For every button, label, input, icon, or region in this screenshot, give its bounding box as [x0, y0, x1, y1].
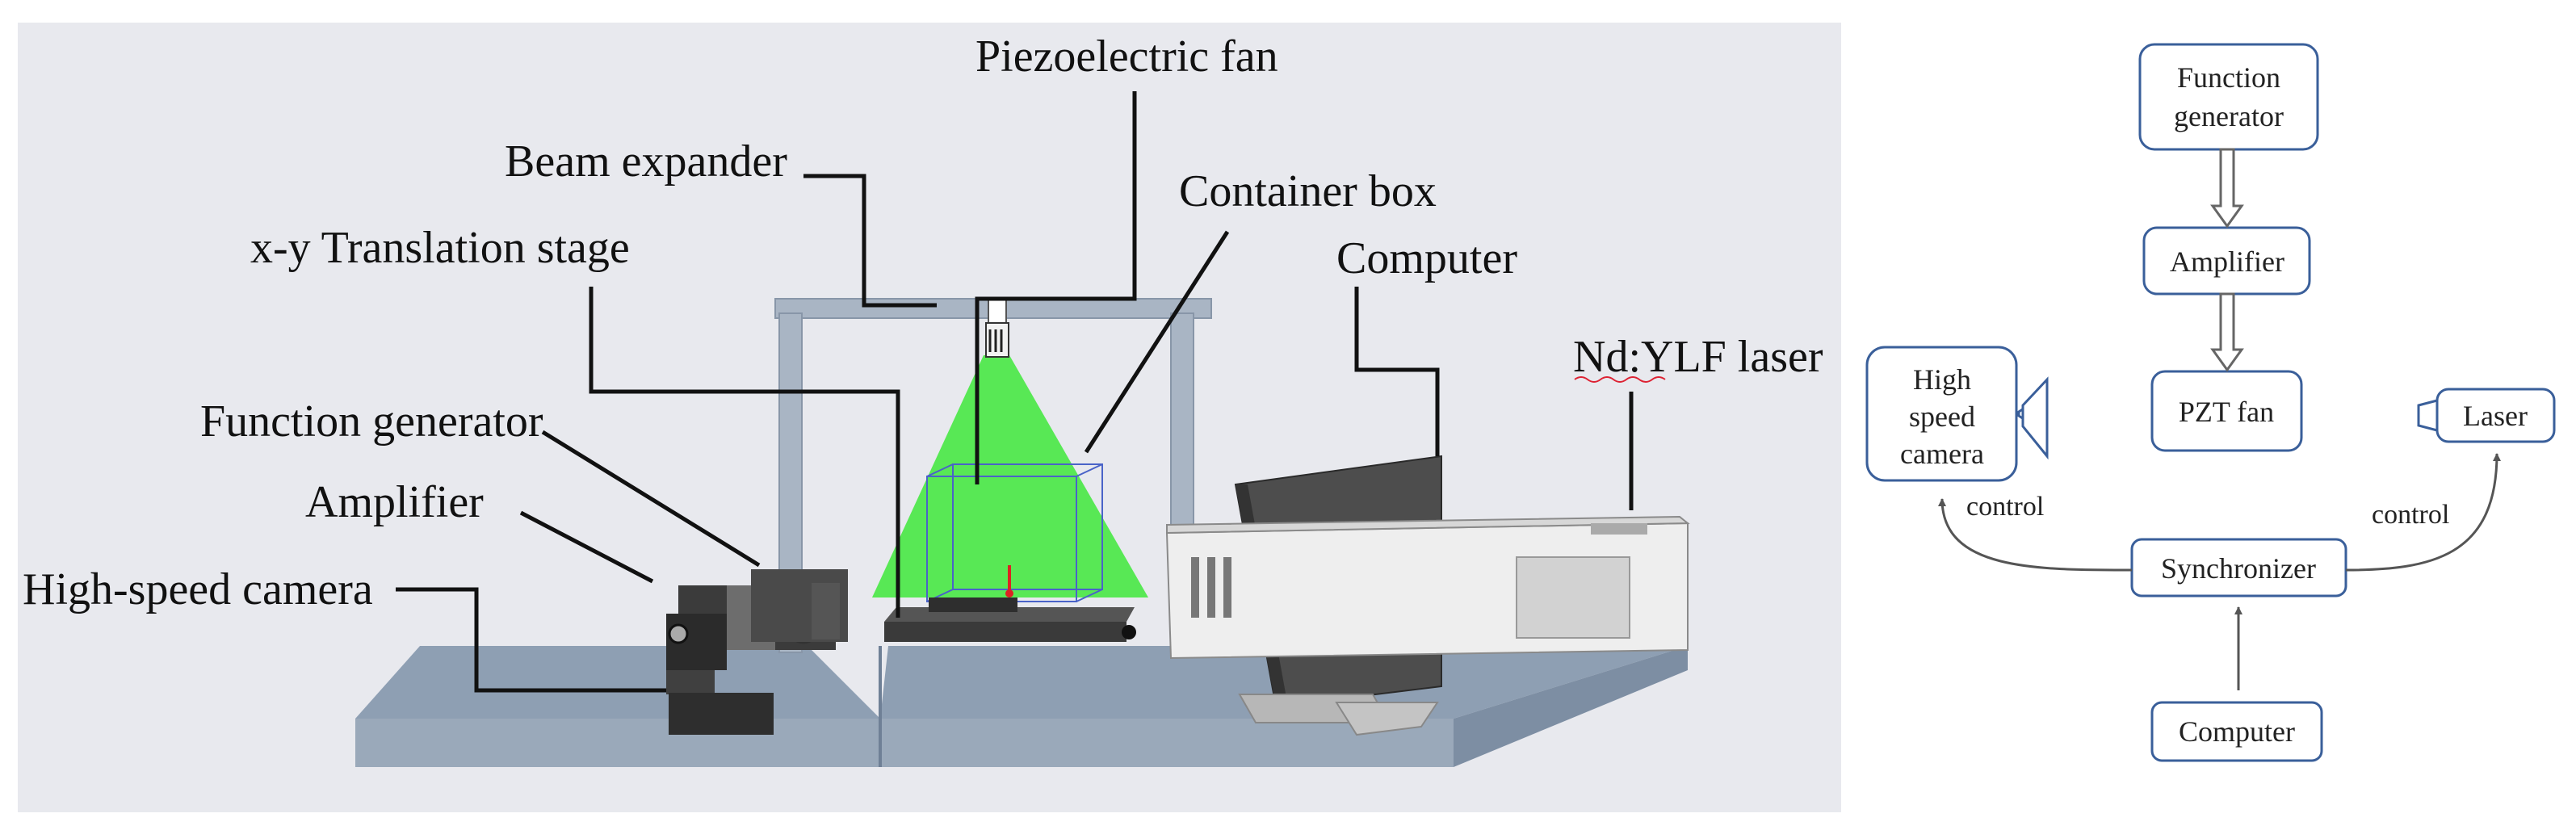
box-camera-line1: High	[1913, 363, 1971, 396]
box-camera: High speed camera	[1865, 346, 2018, 482]
label-function-generator: Function generator	[200, 396, 543, 447]
leader-piezo-fan	[975, 91, 1137, 484]
box-amplifier: Amplifier	[2142, 226, 2311, 296]
box-amplifier-label: Amplifier	[2170, 245, 2284, 278]
hollow-arrow-amp-pzt	[2210, 292, 2244, 372]
beam-expander-device	[985, 298, 1009, 358]
leader-lines	[396, 91, 1634, 693]
box-laser: Laser	[2435, 388, 2556, 443]
box-function-generator: Function generator	[2138, 43, 2319, 151]
floor-left-top	[355, 646, 880, 719]
leader-amplifier	[519, 510, 654, 584]
floor-right-side	[1454, 646, 1688, 767]
label-laser: Nd:YLF laser	[1573, 332, 1823, 382]
label-container-box: Container box	[1179, 166, 1437, 216]
flowchart-panel: Function generator Amplifier PZT fan Hig…	[1865, 43, 2556, 762]
laser-device	[1165, 515, 1690, 660]
label-amplifier: Amplifier	[305, 477, 484, 527]
box-function-generator-line2: generator	[2174, 100, 2284, 132]
leader-xy-stage	[589, 287, 900, 618]
label-beam-expander: Beam expander	[505, 136, 787, 187]
box-function-generator-line1: Function	[2177, 61, 2280, 94]
laser-emitter-icon	[2417, 399, 2439, 432]
box-synchronizer: Synchronizer	[2130, 538, 2347, 597]
box-laser-label: Laser	[2463, 400, 2528, 432]
camera-lens-icon	[2021, 376, 2049, 460]
floor-left-front	[355, 719, 880, 767]
setup-labels: Piezoelectric fan Beam expander Containe…	[23, 31, 1823, 614]
leader-function-generator	[541, 430, 761, 568]
box-camera-line2: speed	[1909, 400, 1975, 433]
label-computer: Computer	[1336, 233, 1517, 283]
floor-right-front	[880, 719, 1454, 767]
label-xy-stage: x-y Translation stage	[250, 223, 630, 273]
label-camera: High-speed camera	[23, 564, 373, 614]
box-camera-line3: camera	[1900, 438, 1984, 470]
edge-label-control-left: control	[1966, 492, 2044, 522]
box-computer-label: Computer	[2179, 715, 2295, 748]
box-computer: Computer	[2150, 701, 2323, 762]
leader-computer	[1354, 287, 1440, 456]
leader-camera	[396, 587, 666, 693]
box-pzt-fan: PZT fan	[2150, 370, 2303, 452]
floor-plates	[355, 646, 1688, 767]
camera-device	[666, 569, 848, 735]
arrow-sync-to-camera	[1938, 498, 2133, 572]
arrow-sync-to-laser	[2345, 453, 2501, 572]
leader-container-box	[1084, 230, 1230, 454]
hollow-arrow-fg-amp	[2210, 148, 2244, 229]
translation-stage-device	[884, 597, 1136, 642]
setup-panel: Piezoelectric fan Beam expander Containe…	[18, 23, 1841, 812]
label-piezo-fan: Piezoelectric fan	[975, 31, 1278, 82]
spellcheck-underline	[1574, 376, 1666, 383]
box-synchronizer-label: Synchronizer	[2161, 552, 2316, 585]
box-pzt-fan-label: PZT fan	[2179, 396, 2274, 428]
edge-label-control-right: control	[2372, 500, 2449, 530]
leader-beam-expander	[803, 174, 937, 308]
